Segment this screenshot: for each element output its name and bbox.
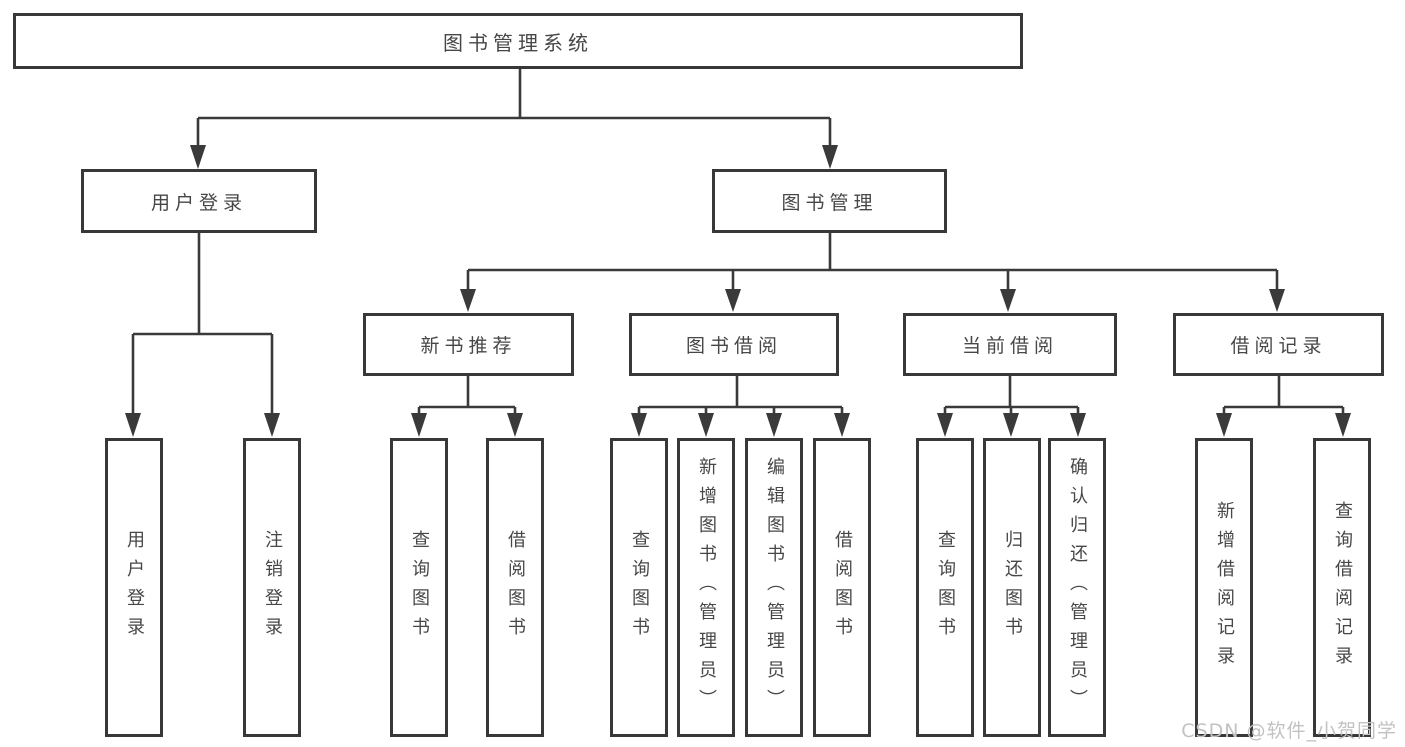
leaf-current-confirm-return-admin-label: 确认归还（管理员） <box>1067 457 1088 718</box>
leaf-records-add-record: 新增借阅记录 <box>1195 438 1253 737</box>
leaf-borrowing-edit-books-admin-label: 编辑图书（管理员） <box>764 457 785 718</box>
leaf-borrowing-query-books-label: 查询图书 <box>629 529 650 646</box>
leaf-borrowing-add-books-admin-label: 新增图书（管理员） <box>696 457 717 718</box>
leaf-newbooks-borrow-books-label: 借阅图书 <box>505 529 526 646</box>
csdn-watermark: CSDN @软件_小贺同学 <box>1181 720 1397 742</box>
node-current-borrowing-label: 当前借阅 <box>961 335 1058 357</box>
leaf-borrowing-borrow-books: 借阅图书 <box>813 438 871 737</box>
node-current-borrowing: 当前借阅 <box>903 313 1117 376</box>
leaf-current-query-books: 查询图书 <box>916 438 974 737</box>
node-root-system: 图书管理系统 <box>13 13 1023 69</box>
leaf-records-query-record-label: 查询借阅记录 <box>1332 500 1353 675</box>
leaf-current-return-books: 归还图书 <box>983 438 1041 737</box>
node-borrowing-records: 借阅记录 <box>1173 313 1384 376</box>
leaf-user-login: 用户登录 <box>105 438 163 737</box>
node-book-management-branch: 图书管理 <box>712 169 947 233</box>
node-new-book-recommendation-label: 新书推荐 <box>420 335 517 357</box>
leaf-records-query-record: 查询借阅记录 <box>1313 438 1371 737</box>
node-user-login-label: 用户登录 <box>150 191 247 214</box>
leaf-user-login-label: 用户登录 <box>124 529 145 646</box>
leaf-current-return-books-label: 归还图书 <box>1002 529 1023 646</box>
leaf-newbooks-borrow-books: 借阅图书 <box>486 438 544 737</box>
leaf-borrowing-edit-books-admin: 编辑图书（管理员） <box>745 438 803 737</box>
node-root-label: 图书管理系统 <box>443 30 593 55</box>
node-borrowing-records-label: 借阅记录 <box>1230 335 1327 357</box>
node-new-book-recommendation: 新书推荐 <box>363 313 574 376</box>
leaf-current-confirm-return-admin: 确认归还（管理员） <box>1048 438 1106 737</box>
leaf-logout-label: 注销登录 <box>262 529 283 646</box>
node-book-borrowing-label: 图书借阅 <box>685 335 782 357</box>
leaf-borrowing-add-books-admin: 新增图书（管理员） <box>677 438 735 737</box>
node-book-borrowing: 图书借阅 <box>629 313 839 376</box>
leaf-newbooks-query-books: 查询图书 <box>390 438 448 737</box>
leaf-borrowing-query-books: 查询图书 <box>610 438 668 737</box>
leaf-current-query-books-label: 查询图书 <box>935 529 956 646</box>
node-user-login-branch: 用户登录 <box>81 169 317 233</box>
leaf-records-add-record-label: 新增借阅记录 <box>1214 500 1235 675</box>
leaf-newbooks-query-books-label: 查询图书 <box>409 529 430 646</box>
leaf-borrowing-borrow-books-label: 借阅图书 <box>832 529 853 646</box>
leaf-logout: 注销登录 <box>243 438 301 737</box>
node-book-management-label: 图书管理 <box>781 191 878 214</box>
